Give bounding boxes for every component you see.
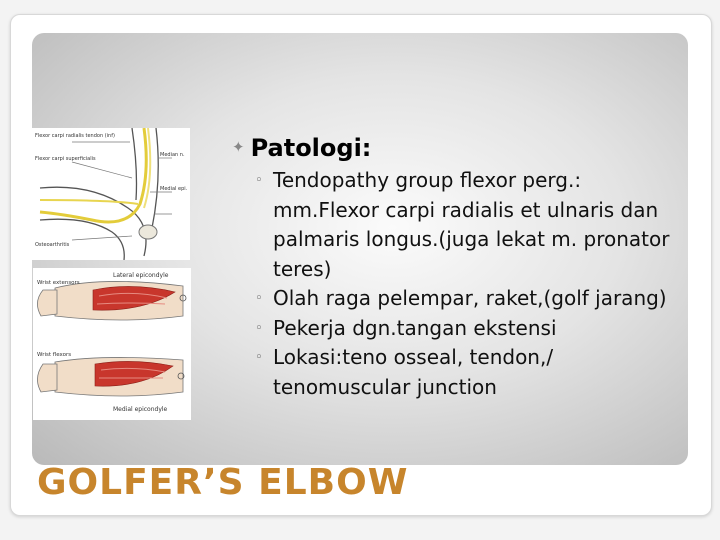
bullet-circle-icon: ◦	[255, 350, 263, 365]
bullet-circle-icon: ◦	[255, 173, 263, 188]
bullet-text: Tendopathy group flexor perg.: mm.Flexor…	[273, 168, 670, 281]
bullet-text: Lokasi:teno osseal, tendon,/ tenomuscula…	[273, 345, 554, 399]
label-osteoarthritis: Osteoarthritis	[35, 242, 70, 248]
label-wrist-extensors: Wrist extensors	[37, 280, 80, 286]
heading-bullet-icon: ✦	[232, 138, 245, 156]
bullet-text: Pekerja dgn.tangan ekstensi	[273, 315, 557, 340]
label-median-nerve: Median n.	[160, 152, 185, 158]
bullet-item: ◦ Lokasi:teno osseal, tendon,/ tenomuscul…	[253, 343, 693, 402]
slide-title: GOLFER’S ELBOW	[37, 462, 409, 503]
label-medial-epi: Medial epi.	[160, 186, 188, 192]
label-flexor-radialis: Flexor carpi radialis tendon (inf)	[35, 133, 115, 139]
bullet-item: ◦ Olah raga pelempar, raket,(golf jarang)	[253, 284, 693, 314]
label-lateral-epicondyle: Lateral epicondyle	[113, 272, 169, 279]
bullet-circle-icon: ◦	[255, 291, 263, 306]
heading-text: Patologi:	[250, 134, 372, 162]
forearm-muscles-illustration: Wrist extensors Lateral epicondyle Wrist…	[33, 268, 191, 420]
label-wrist-flexors: Wrist flexors	[37, 352, 71, 358]
bullet-text: Olah raga pelempar, raket,(golf jarang)	[273, 286, 667, 310]
bullet-item: ◦ Pekerja dgn.tangan ekstensi	[253, 314, 693, 344]
slide-heading: ✦ Patologi:	[232, 134, 371, 162]
bullet-list: ◦ Tendopathy group flexor perg.: mm.Flexo…	[253, 166, 693, 402]
bullet-circle-icon: ◦	[255, 320, 263, 336]
bullet-item: ◦ Tendopathy group flexor perg.: mm.Flexo…	[253, 166, 693, 284]
label-pronator: Flexor carpi superficialis	[35, 156, 96, 162]
label-medial-epicondyle: Medial epicondyle	[113, 406, 168, 413]
elbow-anatomy-illustration: Flexor carpi radialis tendon (inf) Flexo…	[32, 128, 190, 260]
